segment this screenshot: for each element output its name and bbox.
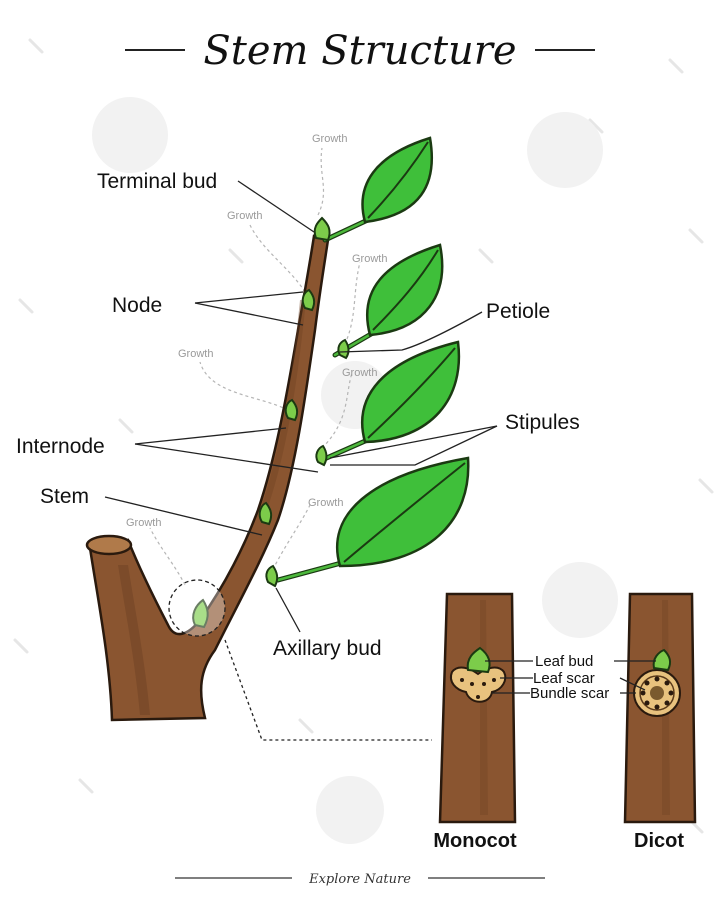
monocot-leaf-bud — [466, 646, 491, 674]
growth-label-7: Growth — [126, 517, 161, 529]
growth-label-3: Growth — [352, 253, 387, 265]
monocot-leaf-scar — [450, 666, 507, 703]
page-title: Stem Structure — [203, 28, 516, 74]
trunk-cut-top — [85, 534, 133, 556]
dicot-bundle-scars — [640, 676, 674, 710]
label-stipules: Stipules — [505, 411, 580, 434]
growth-label-5: Growth — [342, 367, 377, 379]
title-block: Stem Structure — [125, 28, 595, 74]
label-bundle-scar: Bundle scar — [530, 685, 609, 702]
growth-label-4: Growth — [178, 348, 213, 360]
callout-lines — [104, 180, 498, 633]
axillary-bud — [265, 564, 279, 588]
footer: Explore Nature — [175, 872, 545, 887]
growth-label-1: Growth — [312, 133, 347, 145]
monocot-stem — [438, 592, 517, 824]
label-node: Node — [112, 294, 162, 317]
label-leaf-bud: Leaf bud — [535, 653, 593, 670]
label-stem: Stem — [40, 485, 89, 508]
background-decoration — [13, 38, 714, 844]
terminal-bud — [313, 216, 331, 242]
label-monocot: Monocot — [433, 830, 517, 852]
leaf-4 — [335, 456, 470, 568]
leaf-1 — [361, 136, 434, 224]
detail-callouts — [485, 660, 656, 694]
label-terminal-bud: Terminal bud — [97, 170, 217, 193]
labels: Terminal bud Node Petiole Internode Stip… — [16, 170, 580, 660]
growth-label-6: Growth — [308, 497, 343, 509]
leaf-2 — [365, 243, 444, 337]
label-leaf-scar: Leaf scar — [533, 670, 595, 687]
label-petiole: Petiole — [486, 300, 550, 323]
magnifier-highlight — [168, 579, 432, 741]
label-internode: Internode — [16, 435, 105, 458]
growth-label-2: Growth — [227, 210, 262, 222]
dicot-leaf-bud — [652, 648, 672, 672]
label-dicot: Dicot — [634, 830, 684, 852]
label-axillary-bud: Axillary bud — [273, 637, 382, 660]
dicot-stem — [623, 592, 697, 824]
buds — [192, 216, 350, 629]
leaf-3 — [360, 340, 461, 444]
footer-text: Explore Nature — [308, 872, 411, 887]
